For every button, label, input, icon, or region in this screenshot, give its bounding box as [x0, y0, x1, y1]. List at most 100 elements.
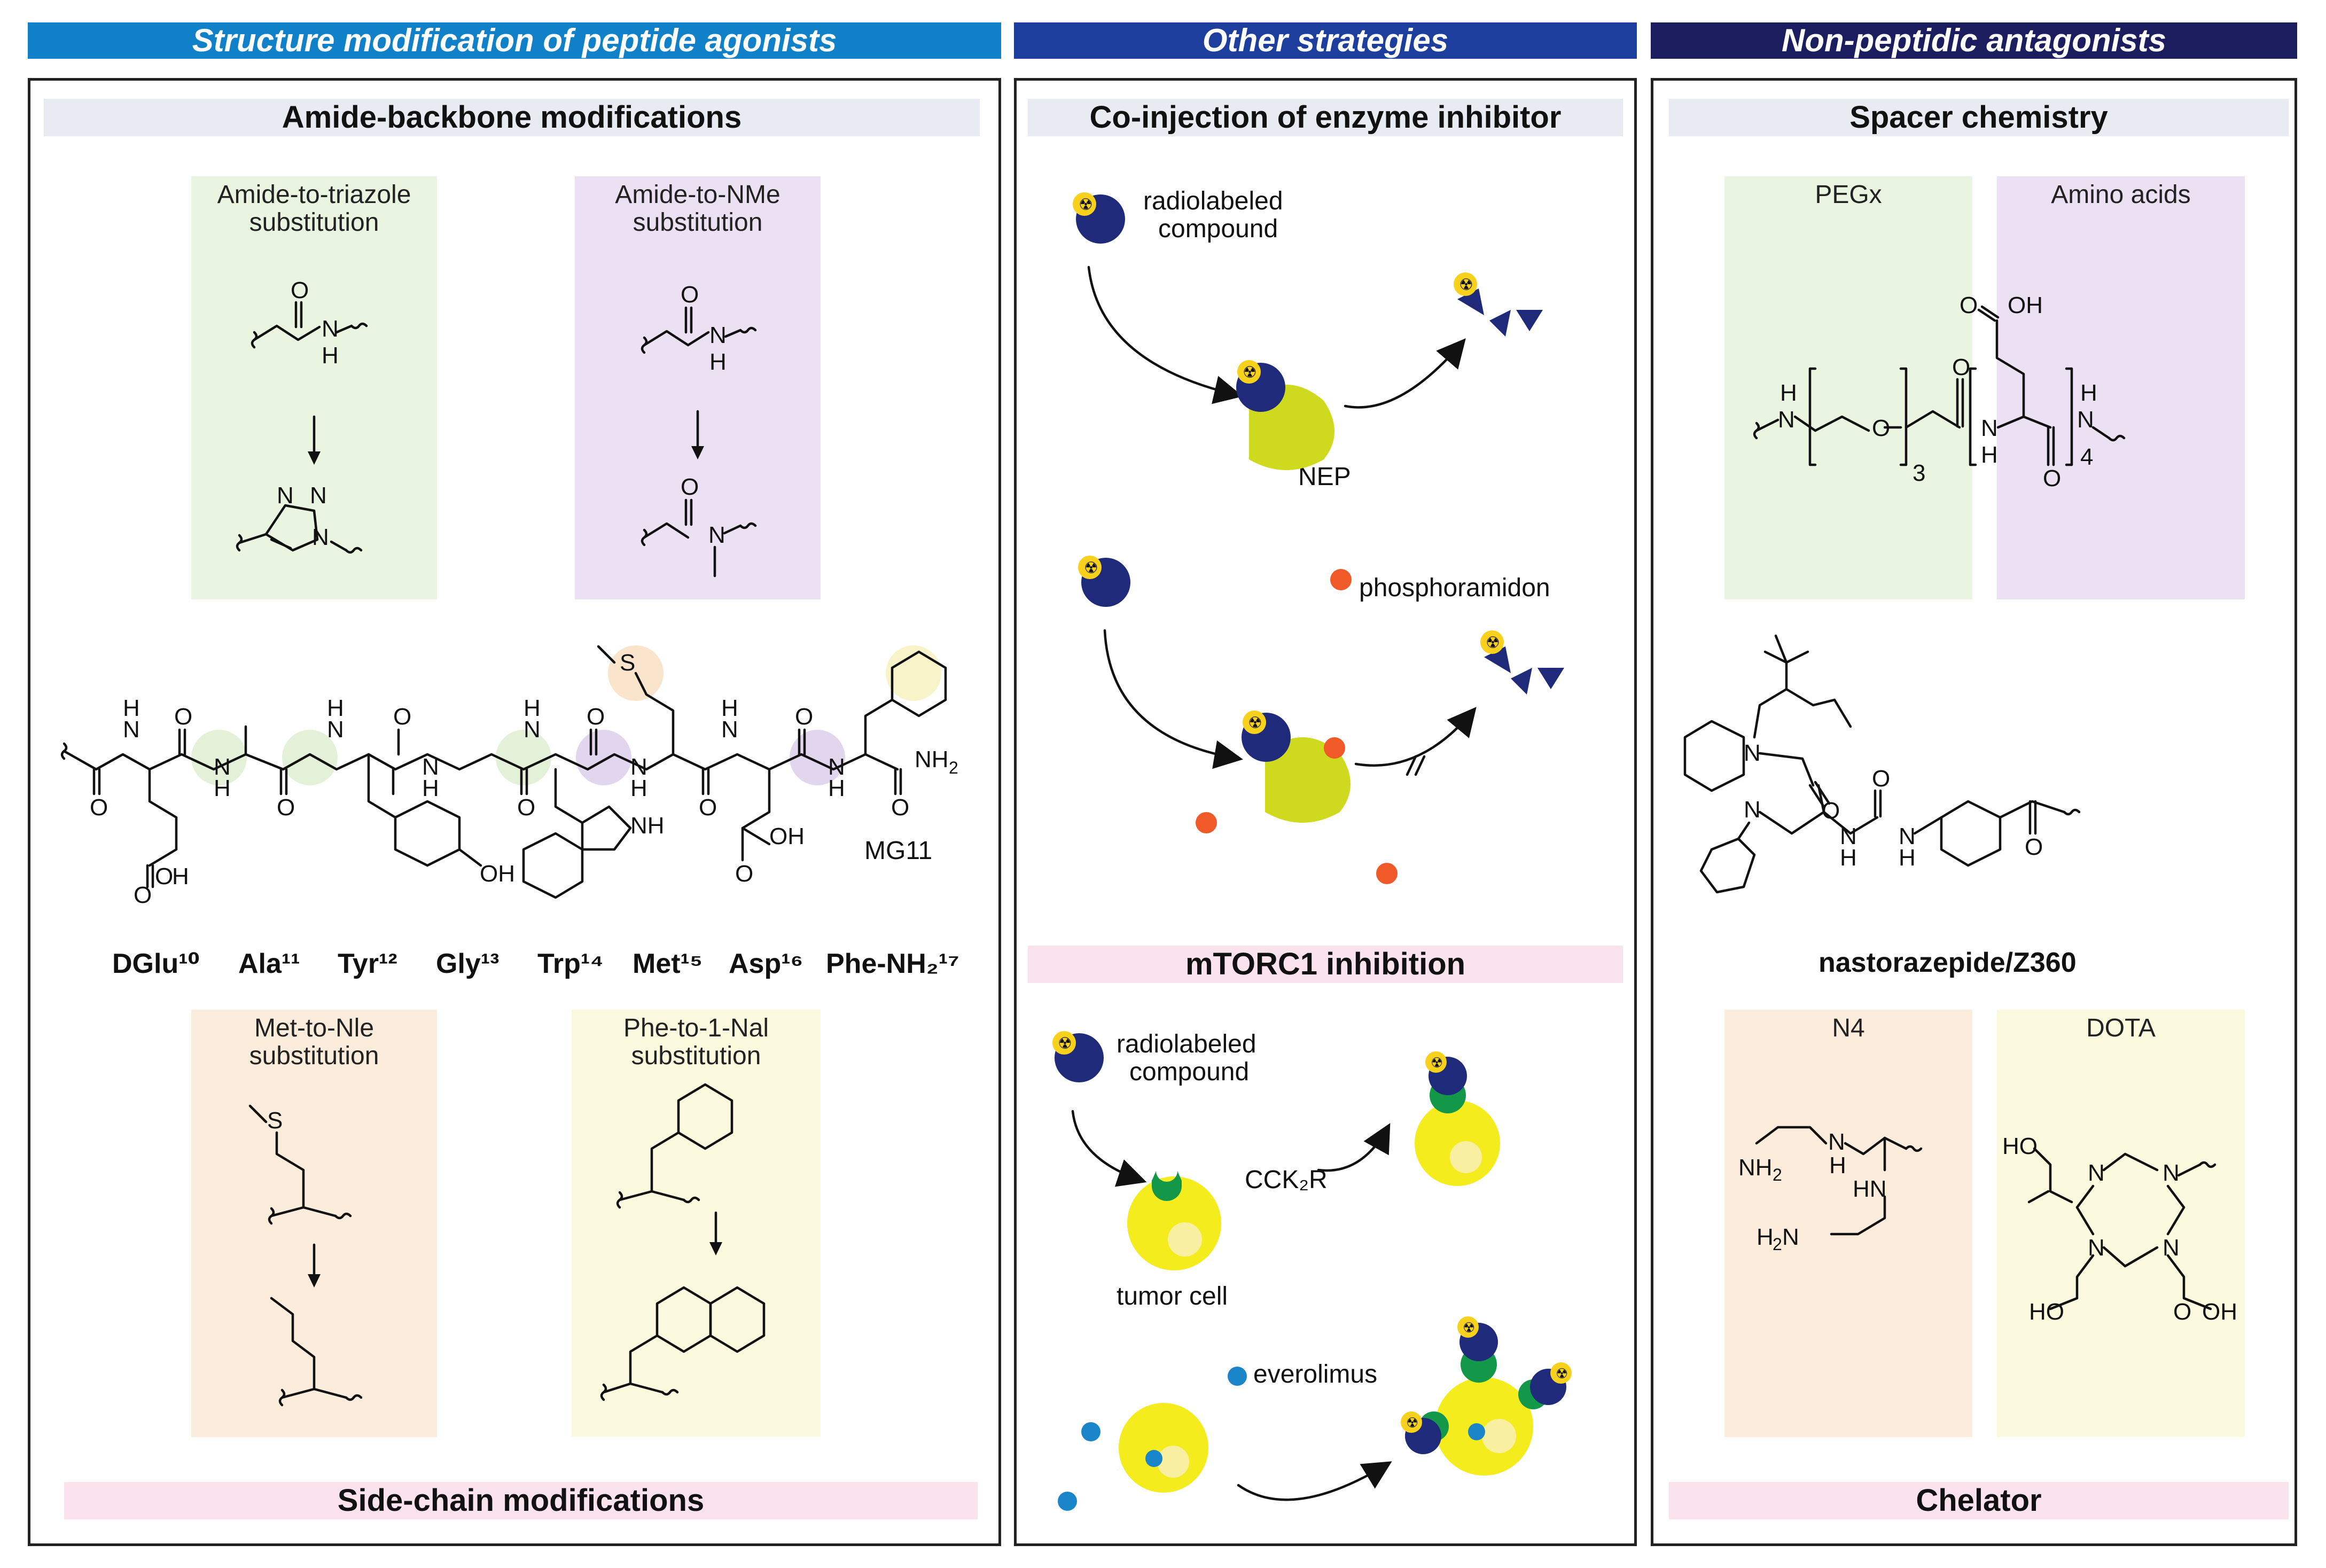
spacer-structure: NH O 3 O NH O OH O 4 NH	[1753, 292, 2126, 492]
chelator-header: Chelator	[1669, 1482, 2289, 1519]
svg-text:H: H	[709, 349, 727, 375]
svg-text:N: N	[1744, 740, 1761, 766]
residue-met: Met¹⁵	[633, 948, 703, 979]
svg-text:O: O	[155, 863, 173, 890]
panel-peptide-agonists	[28, 78, 1001, 1546]
spacer-chemistry-header: Spacer chemistry	[1669, 99, 2289, 136]
svg-text:2: 2	[1773, 1235, 1782, 1254]
triazole-box-title: Amide-to-triazole	[217, 181, 411, 209]
amide-backbone-header: Amide-backbone modifications	[44, 99, 980, 136]
svg-text:H: H	[1981, 442, 1998, 468]
svg-text:N: N	[2163, 1160, 2180, 1186]
svg-text:N: N	[1899, 823, 1916, 849]
svg-text:N: N	[1828, 1129, 1845, 1155]
svg-text:4: 4	[2080, 444, 2093, 470]
everolimus-dot-legend	[1228, 1367, 1247, 1386]
residue-dglu: DGlu¹⁰	[112, 948, 200, 979]
svg-text:☢: ☢	[1248, 714, 1262, 732]
nep-enzyme-inhibited	[1265, 737, 1351, 823]
svg-text:N: N	[2077, 407, 2094, 433]
svg-text:N: N	[524, 716, 541, 743]
pegx-label: PEGx	[1815, 181, 1882, 209]
svg-text:☢: ☢	[1243, 364, 1257, 381]
svg-text:H: H	[422, 775, 439, 801]
nal-box: Phe-to-1-Nal substitution	[572, 1010, 821, 1437]
svg-text:OH: OH	[2008, 292, 2043, 318]
svg-text:2: 2	[949, 758, 958, 777]
svg-text:H: H	[524, 695, 541, 721]
residue-ala: Ala¹¹	[238, 948, 300, 979]
svg-text:N: N	[2163, 1235, 2180, 1261]
svg-text:NH: NH	[1738, 1154, 1773, 1181]
met-nle-structures: S	[248, 1104, 363, 1407]
svg-text:OH: OH	[480, 861, 515, 887]
svg-text:O: O	[735, 861, 753, 887]
svg-text:☢: ☢	[1084, 559, 1098, 577]
everolimus-label: everolimus	[1253, 1360, 1378, 1388]
tumor-cell-label: tumor cell	[1117, 1282, 1228, 1310]
svg-text:N: N	[721, 716, 738, 743]
svg-text:O: O	[277, 794, 295, 821]
svg-text:H: H	[828, 775, 845, 801]
svg-text:H: H	[123, 695, 140, 721]
svg-text:O: O	[681, 474, 699, 500]
triazole-box: Amide-to-triazole substitution	[191, 176, 437, 599]
residue-gly: Gly¹³	[436, 948, 499, 979]
svg-text:O: O	[2043, 465, 2061, 492]
svg-text:H: H	[721, 695, 738, 721]
dota-structure: HO N N N N HO O OH	[2002, 1133, 2237, 1325]
svg-text:O: O	[2173, 1299, 2191, 1325]
nme-box: Amide-to-NMe substitution	[575, 176, 821, 599]
svg-text:H: H	[322, 342, 339, 369]
radiolabeled-compound-label-2b: compound	[1129, 1058, 1250, 1086]
svg-text:☢: ☢	[1406, 1415, 1418, 1431]
svg-text:N: N	[1778, 407, 1795, 433]
svg-text:N: N	[123, 716, 140, 743]
svg-text:N: N	[828, 754, 845, 780]
svg-text:N: N	[1840, 823, 1857, 849]
svg-text:O: O	[587, 704, 605, 730]
svg-text:3: 3	[1913, 460, 1925, 486]
svg-text:N: N	[422, 754, 439, 780]
svg-text:N: N	[322, 316, 339, 342]
svg-text:S: S	[267, 1107, 283, 1134]
mtorc1-scheme: ☢ ☢ ☢ ☢ ☢	[1052, 1031, 1572, 1511]
svg-text:H: H	[630, 775, 647, 801]
amide-structure-2: O N H O N	[641, 282, 757, 578]
svg-text:NH: NH	[915, 746, 949, 773]
svg-text:N: N	[709, 322, 727, 348]
svg-text:S: S	[620, 650, 635, 676]
n4-box: N4	[1724, 1010, 1972, 1437]
mtorc1-header: mTORC1 inhibition	[1028, 946, 1623, 983]
triazole-box-subtitle: substitution	[249, 208, 379, 237]
nal-box-title: Phe-to-1-Nal	[623, 1014, 769, 1042]
svg-text:O: O	[795, 704, 813, 730]
nle-box-subtitle: substitution	[249, 1042, 379, 1070]
svg-text:N: N	[1981, 415, 1998, 441]
svg-text:OH: OH	[769, 823, 805, 849]
residue-trp: Trp¹⁴	[537, 948, 604, 979]
svg-text:O: O	[1952, 354, 1970, 380]
nle-box-title: Met-to-Nle	[254, 1014, 374, 1042]
svg-text:☢: ☢	[1079, 196, 1093, 214]
svg-text:O: O	[891, 794, 909, 821]
svg-text:N: N	[2088, 1235, 2105, 1261]
phosphoramidon-label: phosphoramidon	[1359, 574, 1550, 602]
nep-label: NEP	[1298, 463, 1351, 491]
nme-box-title: Amide-to-NMe	[615, 181, 780, 209]
svg-text:HN: HN	[1853, 1176, 1887, 1202]
cck2r-label: CCK₂R	[1245, 1166, 1328, 1194]
svg-text:O: O	[393, 704, 411, 730]
amino-acids-box: Amino acids	[1997, 176, 2245, 599]
svg-text:N: N	[312, 524, 329, 550]
svg-text:O: O	[291, 277, 309, 303]
svg-text:☢: ☢	[1058, 1035, 1072, 1052]
svg-text:O: O	[174, 704, 192, 730]
peptide-mg11-structure: O O O O O O O O O NH NH NH NH NH NH NH N…	[60, 645, 958, 908]
svg-text:NH: NH	[630, 813, 665, 839]
svg-text:☢: ☢	[1486, 634, 1500, 652]
svg-text:OH: OH	[2202, 1299, 2237, 1325]
radiolabeled-compound-label-1b: compound	[1158, 215, 1278, 243]
svg-text:2: 2	[1773, 1165, 1782, 1184]
